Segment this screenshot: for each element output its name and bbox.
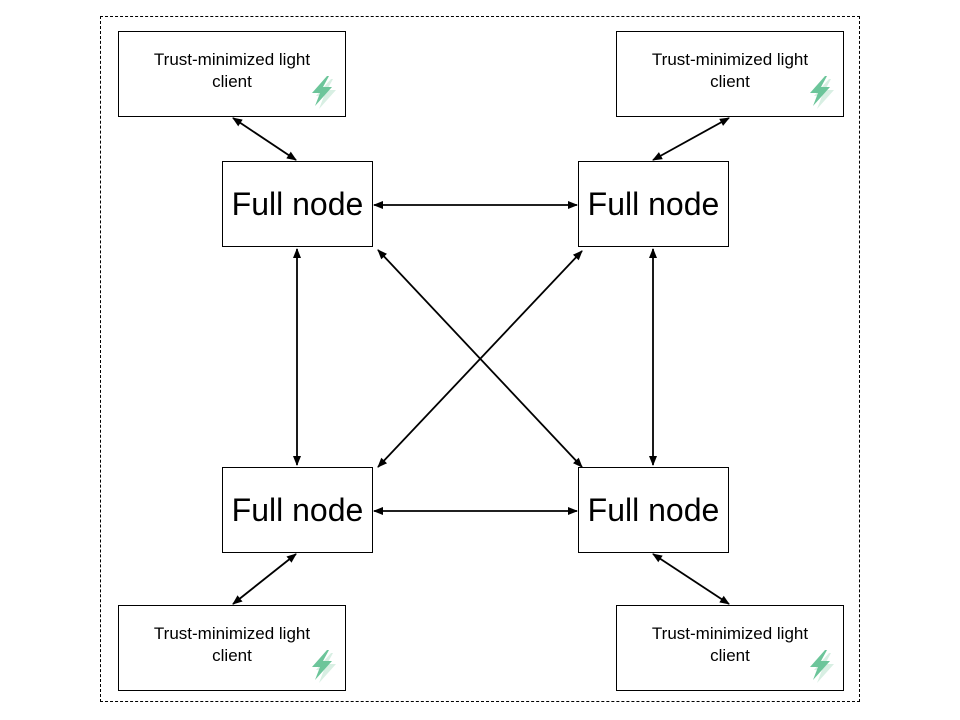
edge-lc-top-right-fn-top-right — [652, 117, 730, 161]
lightning-bolt-icon — [312, 650, 336, 683]
light-client-top-left: Trust-minimized light client — [118, 31, 346, 117]
full-node-label: Full node — [587, 491, 720, 528]
light-client-label: Trust-minimized light client — [153, 624, 311, 665]
full-node-label: Full node — [231, 185, 364, 222]
lightning-bolt-icon — [810, 650, 834, 683]
edge-fn-top-right-fn-bottom-left — [377, 250, 583, 468]
full-node-top-right: Full node — [578, 161, 729, 247]
light-client-label: Trust-minimized light client — [651, 624, 809, 665]
network-boundary — [100, 16, 860, 702]
full-node-bottom-right: Full node — [578, 467, 729, 553]
lightning-bolt-icon — [312, 76, 336, 109]
light-client-top-right: Trust-minimized light client — [616, 31, 844, 117]
light-client-label: Trust-minimized light client — [651, 50, 809, 91]
full-node-label: Full node — [231, 491, 364, 528]
light-client-bottom-right: Trust-minimized light client — [616, 605, 844, 691]
edge-lc-bottom-right-fn-bottom-right — [652, 553, 730, 605]
lightning-bolt-icon — [810, 76, 834, 109]
full-node-label: Full node — [587, 185, 720, 222]
light-client-bottom-left: Trust-minimized light client — [118, 605, 346, 691]
full-node-top-left: Full node — [222, 161, 373, 247]
light-client-label: Trust-minimized light client — [153, 50, 311, 91]
full-node-bottom-left: Full node — [222, 467, 373, 553]
edge-lc-bottom-left-fn-bottom-left — [232, 553, 297, 605]
edge-lc-top-left-fn-top-left — [232, 117, 297, 161]
